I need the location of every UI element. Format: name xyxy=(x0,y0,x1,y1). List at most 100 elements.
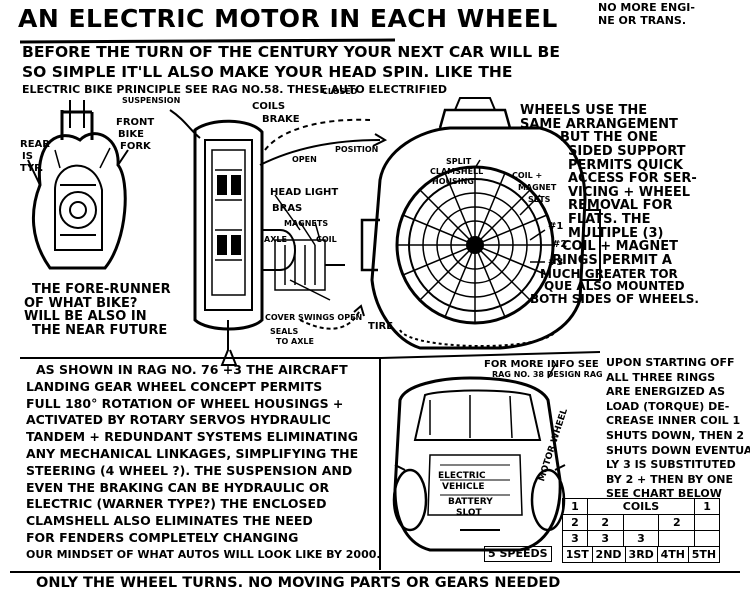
bottom-left-line: CLAMSHELL ALSO ELIMINATES THE NEED xyxy=(26,513,313,529)
right-text-line: SAME ARRANGEMENT xyxy=(520,116,678,132)
speed-cell: 3RD xyxy=(624,546,658,563)
bike-wheel-drawing xyxy=(27,100,129,270)
bottom-left-line: ANY MECHANICAL LINKAGES, SIMPLIFYING THE xyxy=(26,445,359,461)
bottom-left-line: EVEN THE BRAKING CAN BE HYDRAULIC OR xyxy=(26,479,330,495)
right-bottom-line: ALL THREE RINGS xyxy=(606,370,716,384)
table-cell: 2 xyxy=(586,514,624,531)
label-sets: SETS xyxy=(528,195,551,204)
footer-note: ONLY THE WHEEL TURNS. NO MOVING PARTS OR… xyxy=(36,575,561,591)
right-bottom-line: UPON STARTING OFF xyxy=(606,356,735,369)
bottom-left-line: STEERING (4 WHEEL ?). THE SUSPENSION AND xyxy=(26,462,353,478)
speeds-table: 1ST 2ND 3RD 4TH 5TH xyxy=(562,546,721,563)
bottom-left-line: ELECTRIC (WARNER TYPE?) THE ENCLOSED xyxy=(26,496,327,512)
table-cell: 1 xyxy=(562,498,588,515)
title-note-line-2: NE OR TRANS. xyxy=(598,14,686,27)
label-closed: CLOSED xyxy=(322,87,358,96)
bottom-left-line: TANDEM + REDUNDANT SYSTEMS ELIMINATING xyxy=(26,429,358,445)
label-typ: TYP. xyxy=(20,163,44,174)
label-set-2: #2 xyxy=(552,239,568,250)
bottom-left-line: FULL 180° ROTATION OF WHEEL HOUSINGS + xyxy=(26,395,344,411)
forerunner-line: OF WHAT BIKE? xyxy=(24,295,138,311)
label-suspension: SUSPENSION xyxy=(122,96,181,105)
label-position: POSITION xyxy=(335,145,379,154)
right-text-line: COIL + MAGNET xyxy=(562,239,678,255)
cross-section-drawing xyxy=(169,109,388,366)
label-coil: COIL xyxy=(316,235,337,244)
speed-cell: 4TH xyxy=(656,546,689,563)
table-cell xyxy=(694,530,720,547)
label-headlight: HEAD LIGHT xyxy=(270,187,339,198)
label-fork: FORK xyxy=(120,141,151,152)
table-row: 3 3 3 xyxy=(562,530,720,547)
label-magnet: MAGNET xyxy=(518,183,557,192)
label-is: IS xyxy=(22,151,33,162)
car-drawing xyxy=(392,376,566,552)
page-title: AN ELECTRIC MOTOR IN EACH WHEEL xyxy=(18,4,558,33)
forerunner-line: THE FORE-RUNNER xyxy=(32,282,171,297)
right-text-line: VICING + WHEEL xyxy=(568,184,691,200)
right-bottom-line: CREASE INNER COIL 1 xyxy=(606,414,741,428)
right-bottom-line: ARE ENERGIZED AS xyxy=(606,385,726,399)
label-brake: BRAKE xyxy=(262,114,300,125)
speeds-label: 5 SPEEDS xyxy=(484,546,552,562)
intro-line-1: BEFORE THE TURN OF THE CENTURY YOUR NEXT… xyxy=(22,43,560,61)
table-cell xyxy=(658,530,696,547)
label-axle: AXLE xyxy=(264,235,287,244)
table-cell xyxy=(694,514,720,531)
right-bottom-line: LOAD (TORQUE) DE- xyxy=(606,399,730,413)
label-battery: BATTERY xyxy=(448,497,493,507)
right-text-line: QUE ALSO MOUNTED xyxy=(544,279,685,294)
bottom-left-line: ACTIVATED BY ROTARY SERVOS HYDRAULIC xyxy=(26,412,331,428)
bottom-left-text: AS SHOWN IN RAG NO. 76 +3 THE AIRCRAFT L… xyxy=(26,362,381,564)
right-text-line: ACCESS FOR SER- xyxy=(568,171,697,187)
forerunner-caption: THE FORE-RUNNER OF WHAT BIKE? WILL BE AL… xyxy=(24,283,171,338)
speed-cell: 5TH xyxy=(687,546,721,563)
intro-line-2: SO SIMPLE IT'LL ALSO MAKE YOUR HEAD SPIN… xyxy=(22,63,513,81)
right-text-line: MUCH GREATER TOR xyxy=(540,266,678,281)
label-seals: SEALS xyxy=(270,327,299,336)
forerunner-line: WILL BE ALSO IN xyxy=(24,309,147,325)
title-note-line-1: NO MORE ENGI- xyxy=(598,1,695,14)
table-row: 1 COILS 1 xyxy=(562,498,720,515)
label-coils: COILS xyxy=(252,101,286,112)
intro-line-3: ELECTRIC BIKE PRINCIPLE SEE RAG NO.58. T… xyxy=(22,83,447,96)
table-row: 2 2 2 xyxy=(562,514,720,531)
label-bras: BRAS xyxy=(272,203,303,214)
right-bottom-line: BY 2 + THEN BY ONE xyxy=(606,472,734,486)
right-bottom-line: SHUTS DOWN, THEN 2 xyxy=(606,428,745,442)
label-clamshell: CLAMSHELL xyxy=(430,167,484,176)
table-row: 1ST 2ND 3RD 4TH 5TH xyxy=(562,546,721,563)
label-tire: TIRE xyxy=(368,321,394,332)
right-text-line: RINGS PERMIT A xyxy=(552,253,672,269)
label-to-axle: TO AXLE xyxy=(276,337,314,346)
label-set-3: #3 xyxy=(548,257,564,268)
table-cell: 1 xyxy=(694,498,720,515)
label-magnets: MAGNETS xyxy=(284,219,329,228)
right-text-line: BOTH SIDES OF WHEELS. xyxy=(530,291,699,306)
label-electric: ELECTRIC xyxy=(438,471,486,481)
label-slot: SLOT xyxy=(456,508,482,518)
bottom-left-line: LANDING GEAR WHEEL CONCEPT PERMITS xyxy=(26,378,323,394)
table-cell: 3 xyxy=(562,530,588,547)
label-open: OPEN xyxy=(292,155,317,164)
label-coil-plus: COIL + xyxy=(512,171,543,180)
table-cell xyxy=(622,514,660,531)
right-bottom-line: SHUTS DOWN EVENTUAL- xyxy=(606,443,750,457)
right-text-line: BUT THE ONE xyxy=(560,130,658,146)
table-cell: 3 xyxy=(586,530,624,547)
label-split: SPLIT xyxy=(446,157,472,166)
table-cell: 3 xyxy=(622,530,660,547)
forerunner-line: THE NEAR FUTURE xyxy=(32,322,168,338)
right-text-line: SIDED SUPPORT xyxy=(568,143,686,159)
label-set-1: #1 xyxy=(548,221,564,232)
coil-chart-table: 1 COILS 1 2 2 2 3 3 3 xyxy=(562,498,720,547)
more-info-line-2: RAG NO. 38 DESIGN RAG xyxy=(492,370,603,379)
coil-chart-header: COILS xyxy=(586,498,696,515)
right-bottom-line: LY 3 IS SUBSTITUTED xyxy=(606,458,736,472)
bottom-left-line: OUR MINDSET OF WHAT AUTOS WILL LOOK LIKE… xyxy=(26,547,381,561)
label-bike: BIKE xyxy=(118,129,144,140)
right-text-line: PERMITS QUICK xyxy=(568,157,684,173)
speed-cell: 1ST xyxy=(562,546,593,563)
